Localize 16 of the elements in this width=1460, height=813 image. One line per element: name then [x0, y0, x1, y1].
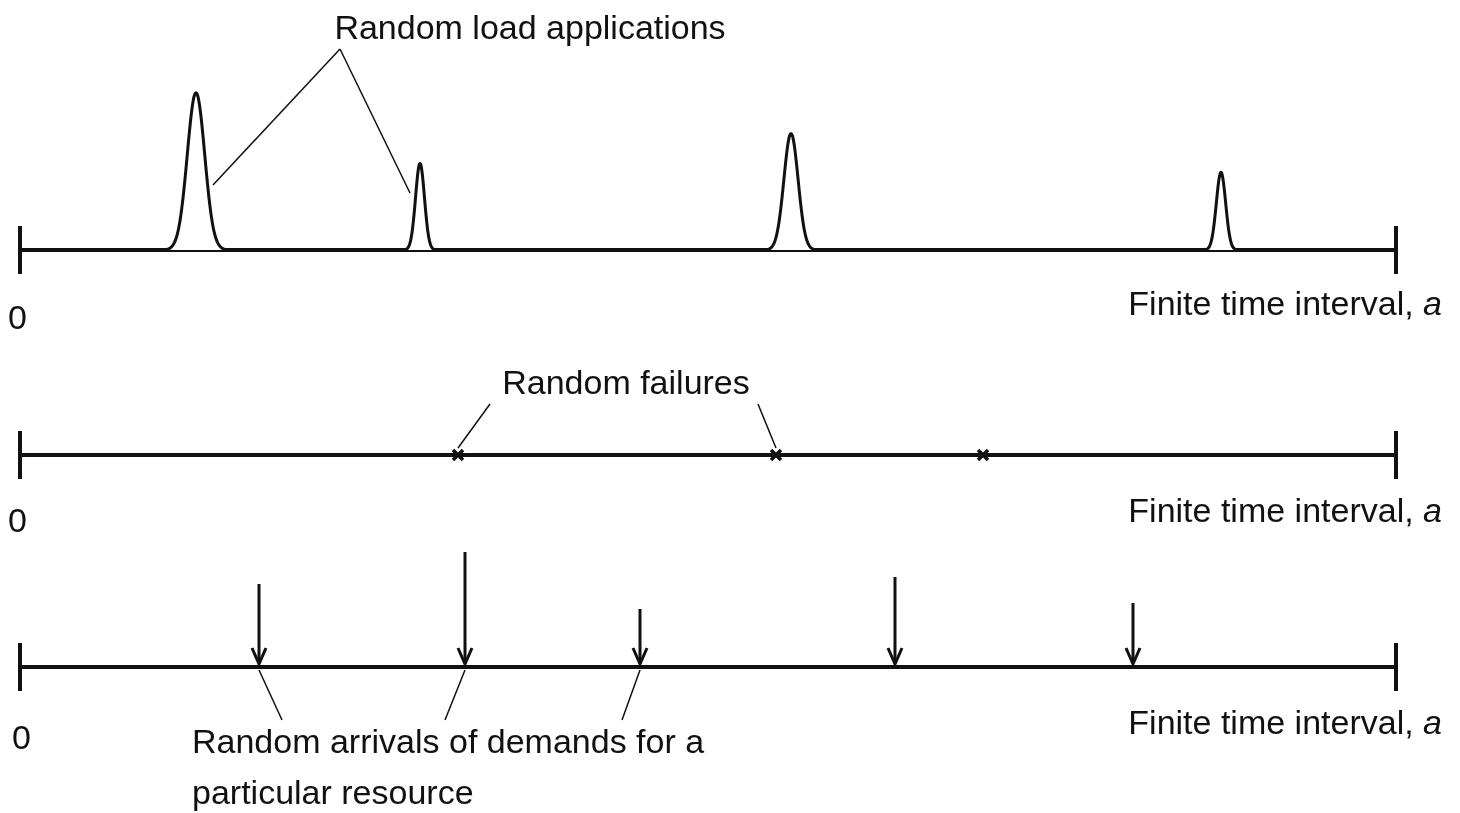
leader-line: [339, 48, 411, 194]
leader-line: [212, 48, 341, 186]
axis-origin-label: 0: [12, 717, 31, 757]
axis-end-label: Finite time interval, a: [1128, 702, 1442, 742]
axis-origin-label: 0: [8, 297, 27, 337]
axis-end-label: Finite time interval, a: [1128, 490, 1442, 530]
callout-text: Random load applications: [333, 7, 727, 48]
axis-origin-label: 0: [8, 500, 27, 540]
leader-line: [457, 403, 491, 449]
callout-text: Random failures: [501, 362, 751, 403]
leader-line: [444, 669, 466, 721]
leader-line: [258, 669, 283, 721]
leader-line: [621, 669, 641, 721]
callout-text: Random arrivals of demands for a particular resource: [192, 721, 706, 813]
axis-end-label: Finite time interval, a: [1128, 283, 1442, 323]
leader-line: [757, 403, 777, 449]
